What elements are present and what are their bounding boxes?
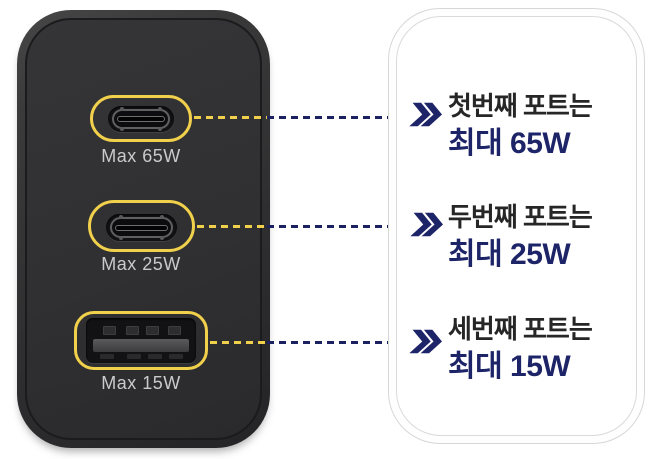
usb-c-port-1 <box>108 106 174 132</box>
usb-c-port-1-tongue <box>117 116 165 122</box>
pin-dot <box>160 236 164 240</box>
pin-dot <box>119 236 123 240</box>
usb-a-bump <box>169 354 183 359</box>
info-card <box>388 8 645 444</box>
double-chevron-right-icon <box>408 329 444 354</box>
usb-a-port <box>86 318 196 363</box>
double-chevron-right-icon <box>409 212 445 237</box>
port3-callout-wattage: 최대 15W <box>448 350 571 383</box>
pin-dot <box>120 127 124 131</box>
port1-highlight-ring <box>90 95 192 142</box>
port2-callout-title: 두번째 포트는 <box>448 202 593 232</box>
port2-label: Max 25W <box>101 254 181 274</box>
port3-callout-title: 세번째 포트는 <box>448 314 593 344</box>
usb-a-bump <box>148 354 162 359</box>
callout-line-3-navy <box>267 341 407 344</box>
usb-a-pin <box>146 326 159 335</box>
usb-c-port-2 <box>106 214 177 241</box>
port1-label: Max 65W <box>101 146 181 166</box>
double-chevron-right-icon <box>408 102 444 127</box>
callout-line-1-yellow <box>194 116 267 119</box>
usb-a-pin <box>168 326 181 335</box>
port1-callout-wattage: 최대 65W <box>448 127 571 160</box>
pin-dot <box>119 215 123 219</box>
usb-a-bump <box>127 354 141 359</box>
pin-dot <box>160 215 164 219</box>
usb-c-port-2-tongue <box>115 224 168 231</box>
callout-line-1-navy <box>267 116 407 119</box>
port2-highlight-ring <box>88 200 195 252</box>
port3-label: Max 15W <box>101 373 181 393</box>
port2-callout-wattage: 최대 25W <box>448 238 571 271</box>
callout-line-2-navy <box>267 225 409 228</box>
usb-a-pin <box>126 326 139 335</box>
usb-a-pin <box>103 326 116 335</box>
pin-dot <box>158 107 162 111</box>
pin-dot <box>120 107 124 111</box>
pin-dot <box>158 127 162 131</box>
usb-a-tongue <box>93 339 189 352</box>
port3-highlight-ring <box>74 311 208 370</box>
callout-line-3-yellow <box>210 341 267 344</box>
usb-a-bump <box>100 354 114 359</box>
callout-line-2-yellow <box>197 225 267 228</box>
port1-callout-title: 첫번째 포트는 <box>448 91 593 121</box>
